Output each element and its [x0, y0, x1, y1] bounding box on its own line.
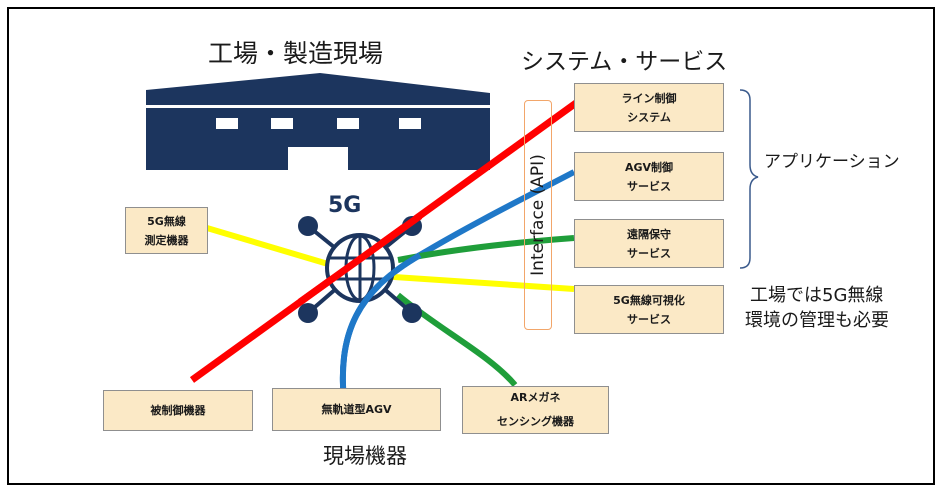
service-box-agv-control: AGV制御サービス — [574, 152, 724, 201]
device-box-label: 無軌道型AGV — [321, 403, 392, 416]
interface-api-label: Interface (API) — [528, 154, 548, 276]
service-box-line-control: ライン制御システム — [574, 83, 724, 132]
service-box-label: システム — [627, 110, 671, 124]
service-box-label: サービス — [627, 312, 671, 326]
5g-heading: 5G — [328, 193, 362, 218]
application-brace — [739, 89, 759, 269]
note-line1: 工場では5G無線 — [750, 285, 884, 306]
device-box-ar-glasses: ARメガネセンシング機器 — [462, 386, 609, 434]
interface-api-bar — [524, 100, 552, 330]
device-box-controlled: 被制御機器 — [103, 390, 253, 431]
field-heading: 現場機器 — [323, 444, 407, 468]
service-box-label: サービス — [627, 179, 671, 193]
measure-box-label: 測定機器 — [144, 233, 189, 247]
factory-heading: 工場・製造現場 — [208, 39, 384, 68]
service-box-label: 遠隔保守 — [627, 227, 671, 241]
service-box-label: AGV制御 — [624, 160, 674, 174]
service-box-label: サービス — [627, 246, 671, 260]
measure-box-label: 5G無線 — [147, 214, 186, 228]
device-box-label: センシング機器 — [497, 415, 574, 428]
yellow-line-right — [364, 272, 575, 292]
factory-building-icon — [146, 73, 490, 170]
red-line-overlay — [297, 213, 423, 305]
device-box-label: ARメガネ — [510, 391, 561, 404]
device-box-label: 被制御機器 — [150, 404, 206, 417]
service-box-5g-visualization: 5G無線可視化サービス — [574, 285, 724, 334]
note-line2: 環境の管理も必要 — [745, 310, 889, 331]
service-box-remote-maintenance: 遠隔保守サービス — [574, 219, 724, 268]
service-box-label: ライン制御 — [621, 91, 677, 105]
service-box-label: 5G無線可視化 — [613, 293, 685, 307]
application-label: アプリケーション — [764, 152, 900, 172]
system-heading: システム・サービス — [521, 49, 728, 75]
blue-line-overlay — [339, 252, 422, 411]
measure-device-box: 5G無線測定機器 — [125, 207, 208, 254]
device-box-agv: 無軌道型AGV — [272, 388, 441, 431]
